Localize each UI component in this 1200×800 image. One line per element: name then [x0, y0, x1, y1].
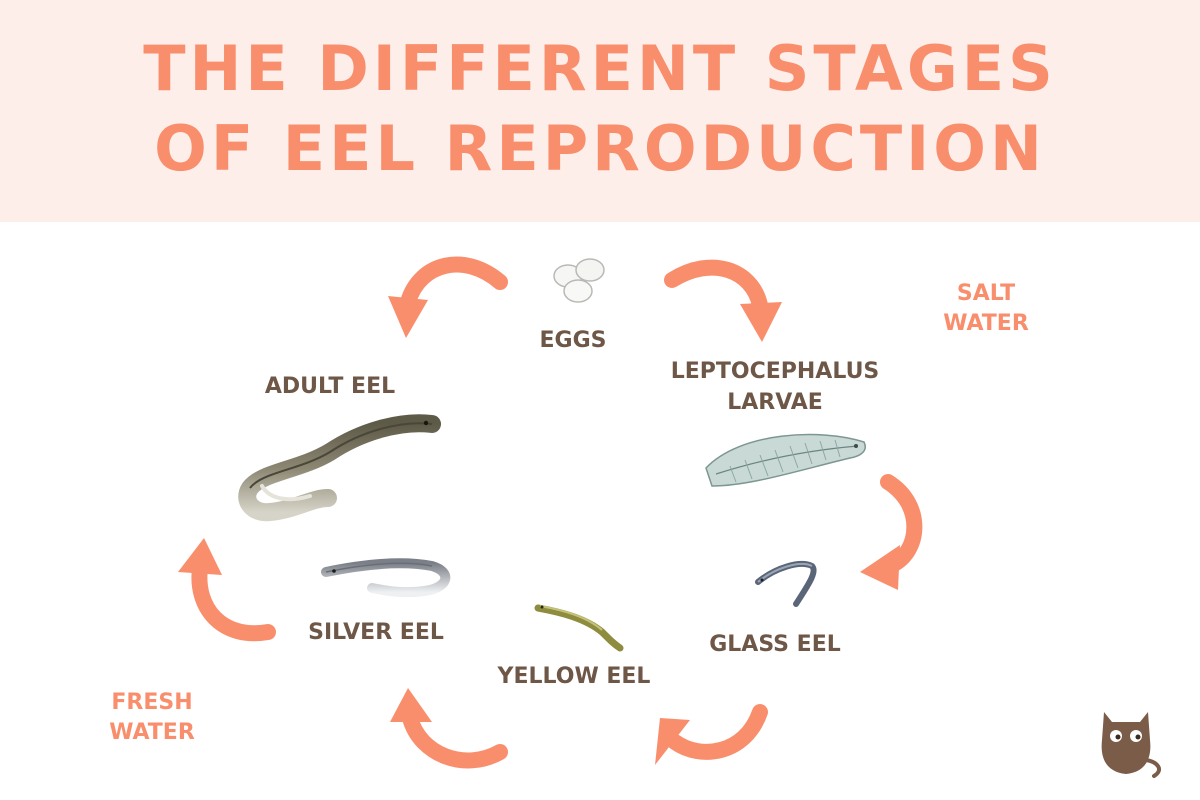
label-yellow-eel: YELLOW EEL — [497, 664, 651, 689]
arrow-eggs-to-leptocephalus — [664, 259, 782, 342]
yellow-eel-icon — [534, 604, 624, 652]
header-banner: THE DIFFERENT STAGES OF EEL REPRODUCTION — [0, 0, 1200, 222]
glass-eel-icon — [755, 561, 817, 607]
arrow-eggs-to-adult — [388, 256, 508, 338]
arrow-glass-to-yellow — [655, 704, 768, 765]
page-title-line-1: THE DIFFERENT STAGES — [143, 32, 1057, 105]
label-leptocephalus-line-2: LARVAE — [727, 390, 823, 415]
zone-salt-water-line-1: SALT — [956, 281, 1016, 306]
zone-salt-water-line-2: WATER — [943, 311, 1029, 336]
arrow-yellow-to-silver — [390, 688, 508, 769]
label-eggs: EGGS — [539, 328, 607, 353]
page-title-line-2: OF EEL REPRODUCTION — [154, 112, 1046, 185]
cat-mascot-icon — [1101, 712, 1162, 778]
arrow-leptocephalus-to-glass — [860, 474, 923, 590]
zone-fresh-water-line-2: WATER — [109, 720, 195, 745]
silver-eel-icon — [321, 558, 451, 598]
label-glass-eel: GLASS EEL — [709, 632, 841, 657]
zone-fresh-water-line-1: FRESH — [111, 690, 193, 715]
leptocephalus-larva-icon — [705, 433, 866, 487]
eggs-icon — [553, 258, 605, 303]
arrow-silver-to-adult — [178, 538, 276, 642]
label-silver-eel: SILVER EEL — [308, 620, 444, 645]
adult-eel-icon — [238, 414, 441, 522]
label-leptocephalus-line-1: LEPTOCEPHALUS — [670, 359, 880, 384]
label-adult-eel: ADULT EEL — [264, 374, 396, 399]
